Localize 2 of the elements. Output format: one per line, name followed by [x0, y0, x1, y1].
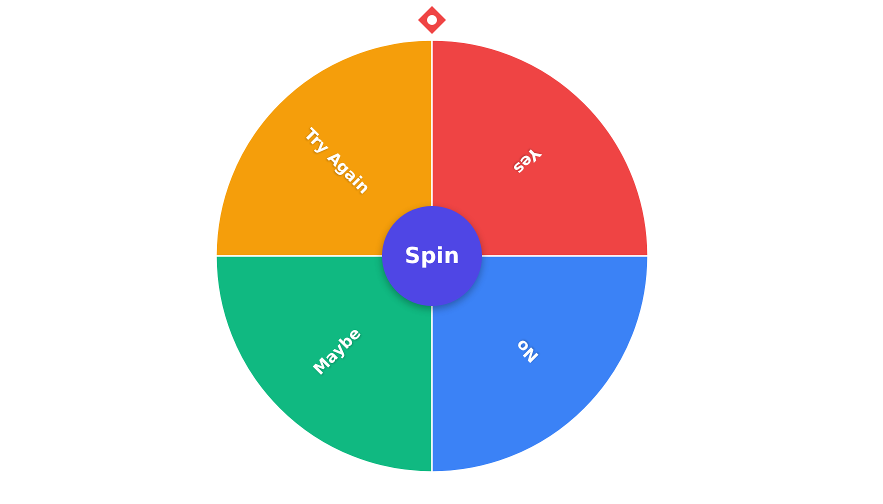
- segment-label: No: [511, 335, 542, 366]
- segment-label: Yes: [509, 144, 544, 179]
